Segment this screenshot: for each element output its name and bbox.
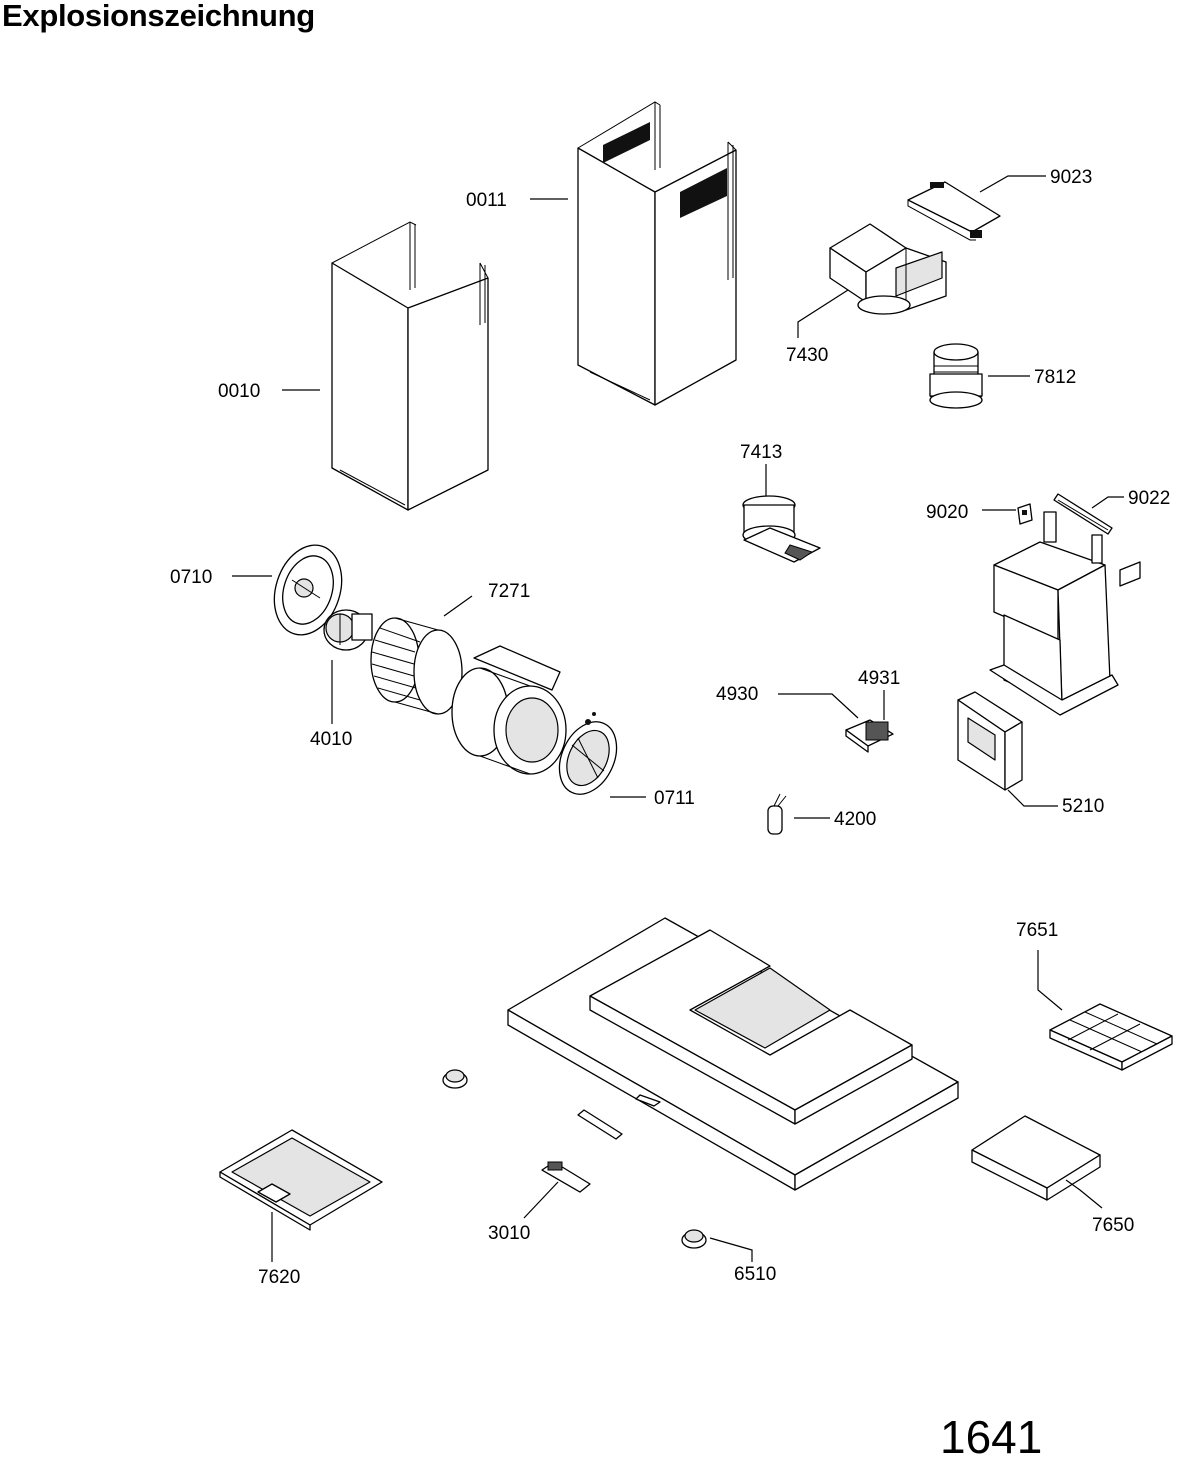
knob-6510: [681, 1229, 707, 1249]
label-7620: 7620: [258, 1267, 300, 1288]
label-7413: 7413: [740, 442, 782, 463]
label-9023: 9023: [1050, 167, 1092, 188]
label-4931: 4931: [858, 668, 900, 689]
bracket-9023: [907, 181, 1001, 241]
capacitor-4200: [767, 793, 787, 835]
grille-0711: [558, 712, 618, 795]
motor-4010: [323, 609, 373, 651]
bracket-9020: [1017, 503, 1033, 525]
page-number: 1641: [940, 1411, 1043, 1463]
impeller-7271: [370, 617, 463, 715]
label-0710: 0710: [170, 567, 212, 588]
label-7271: 7271: [488, 581, 530, 602]
label-0011: 0011: [466, 190, 507, 211]
fan-housing-box: [989, 511, 1141, 716]
label-7812: 7812: [1034, 367, 1076, 388]
adapter-7413: [742, 495, 821, 563]
fan-cover-0710: [273, 544, 343, 636]
page-title: Explosionszeichnung: [2, 0, 315, 33]
terminal-block-4930: [845, 719, 894, 753]
flange-7812: [929, 343, 983, 409]
switch-3010: [541, 1109, 623, 1193]
knob-6510-left: [442, 1069, 468, 1089]
carbon-filter-frame-7651: [1049, 1003, 1173, 1071]
label-4200: 4200: [834, 809, 876, 830]
control-module-5210: [957, 691, 1023, 791]
label-7650: 7650: [1092, 1215, 1134, 1236]
strip-9022: [1053, 493, 1113, 535]
grease-filter-7620: [219, 1129, 383, 1231]
label-0010: 0010: [218, 381, 260, 402]
label-9022: 9022: [1128, 488, 1170, 509]
label-7430: 7430: [786, 345, 828, 366]
label-4010: 4010: [310, 729, 352, 750]
label-0711: 0711: [654, 788, 695, 809]
label-6510: 6510: [734, 1264, 776, 1285]
leader-lines: [232, 175, 1124, 1262]
label-3010: 3010: [488, 1223, 530, 1244]
label-4930: 4930: [716, 684, 758, 705]
label-7651: 7651: [1016, 920, 1058, 941]
label-5210: 5210: [1062, 796, 1104, 817]
hood-body: [507, 917, 959, 1191]
label-9020: 9020: [926, 502, 968, 523]
part-labels: 0010 0011 9023 7430 7812 7413 9020 9022 …: [170, 167, 1170, 1288]
chimney-lower-0010: [331, 221, 489, 511]
carbon-filter-7650: [971, 1115, 1101, 1201]
chimney-upper-0011: [577, 101, 737, 406]
fan-scroll-housing: [451, 645, 567, 775]
diverter-7430: [829, 223, 947, 315]
